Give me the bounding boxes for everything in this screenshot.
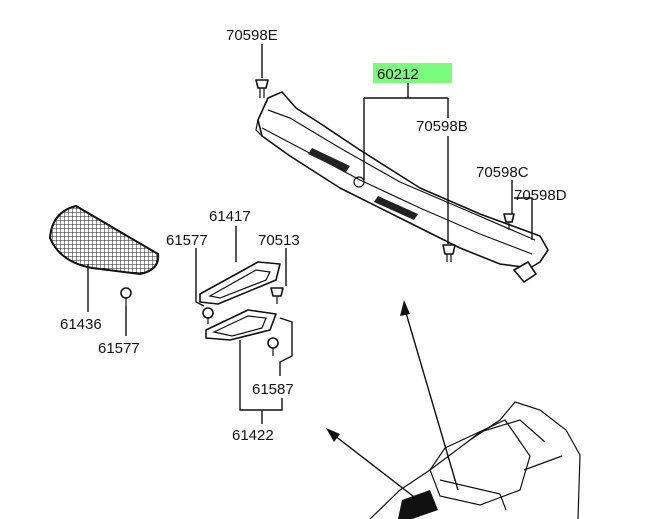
clip-61587[interactable] — [267, 337, 279, 356]
label-highlight-60212 — [373, 63, 452, 83]
label-61422: 61422 — [232, 427, 274, 444]
label-61417: 61417 — [209, 208, 251, 225]
arrow-grille — [326, 428, 419, 501]
clip-61577-b[interactable] — [120, 287, 132, 306]
clip-61577-a[interactable] — [202, 307, 214, 324]
label-70598e: 70598E — [226, 27, 278, 44]
cowl-top-panel[interactable] — [255, 91, 549, 283]
seal-61417[interactable] — [199, 261, 281, 305]
label-70513: 70513 — [258, 232, 300, 249]
label-61587: 61587 — [252, 381, 294, 398]
label-60212: 60212 — [377, 66, 419, 83]
label-70598b: 70598B — [416, 118, 468, 135]
clip-70598e[interactable] — [255, 79, 269, 98]
label-70598d: 70598D — [514, 187, 567, 204]
label-70598c: 70598C — [476, 164, 529, 181]
clip-70513[interactable] — [270, 287, 284, 304]
clip-70598c[interactable] — [503, 213, 515, 230]
label-61577-a: 61577 — [166, 232, 208, 249]
vehicle-outline — [369, 401, 581, 519]
label-61577-b: 61577 — [98, 340, 140, 357]
label-61436: 61436 — [60, 316, 102, 333]
bracket-61422[interactable] — [205, 309, 277, 341]
grille-61436[interactable] — [48, 204, 160, 276]
clip-70598b[interactable] — [442, 244, 456, 262]
arrow-cowl — [400, 300, 459, 491]
leader-lines — [87, 44, 533, 424]
